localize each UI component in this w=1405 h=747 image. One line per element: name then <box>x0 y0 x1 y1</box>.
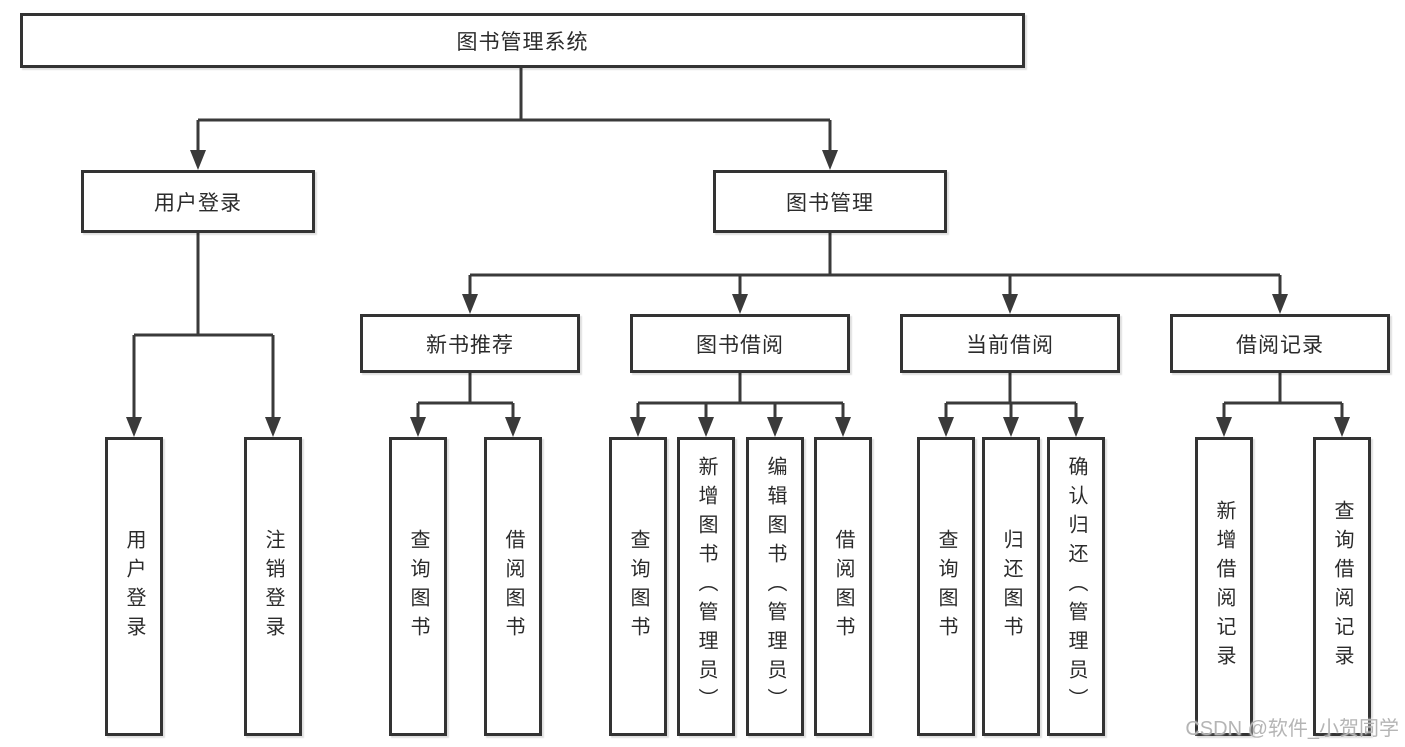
node-book-management: 图书管理 <box>713 170 947 233</box>
node-user-login: 用户登录 <box>81 170 315 233</box>
leaf-borrowing-query-books: 查询图书 <box>609 437 667 736</box>
csdn-watermark: CSDN @软件_小贺同学 <box>1185 718 1399 740</box>
connector-user-login <box>134 233 273 337</box>
leaf-record-add-borrow-record: 新增借阅记录 <box>1195 437 1253 736</box>
node-new-book-recommend: 新书推荐 <box>360 314 580 373</box>
leaf-current-return-books: 归还图书 <box>982 437 1040 736</box>
connector-root <box>198 68 830 122</box>
leaf-user-login: 用户登录 <box>105 437 163 736</box>
leaf-borrowing-add-books-admin: 新增图书（管理员） <box>677 437 735 736</box>
leaf-borrowing-edit-books-admin: 编辑图书（管理员） <box>746 437 804 736</box>
leaf-current-confirm-return-admin: 确认归还（管理员） <box>1047 437 1105 736</box>
connector-current-borrow <box>946 373 1076 405</box>
leaf-newbook-query-books: 查询图书 <box>389 437 447 736</box>
node-book-borrowing: 图书借阅 <box>630 314 850 373</box>
node-root: 图书管理系统 <box>20 13 1025 68</box>
leaf-borrowing-borrow-books: 借阅图书 <box>814 437 872 736</box>
connector-borrow-record <box>1224 373 1342 405</box>
leaf-current-query-books: 查询图书 <box>917 437 975 736</box>
node-borrow-records: 借阅记录 <box>1170 314 1390 373</box>
connector-book-mgmt <box>470 233 1280 277</box>
connector-new-book <box>418 373 513 405</box>
node-current-borrowing: 当前借阅 <box>900 314 1120 373</box>
connector-book-borrow <box>638 373 843 405</box>
leaf-logout: 注销登录 <box>244 437 302 736</box>
leaf-newbook-borrow-books: 借阅图书 <box>484 437 542 736</box>
leaf-record-query-borrow-record: 查询借阅记录 <box>1313 437 1371 736</box>
